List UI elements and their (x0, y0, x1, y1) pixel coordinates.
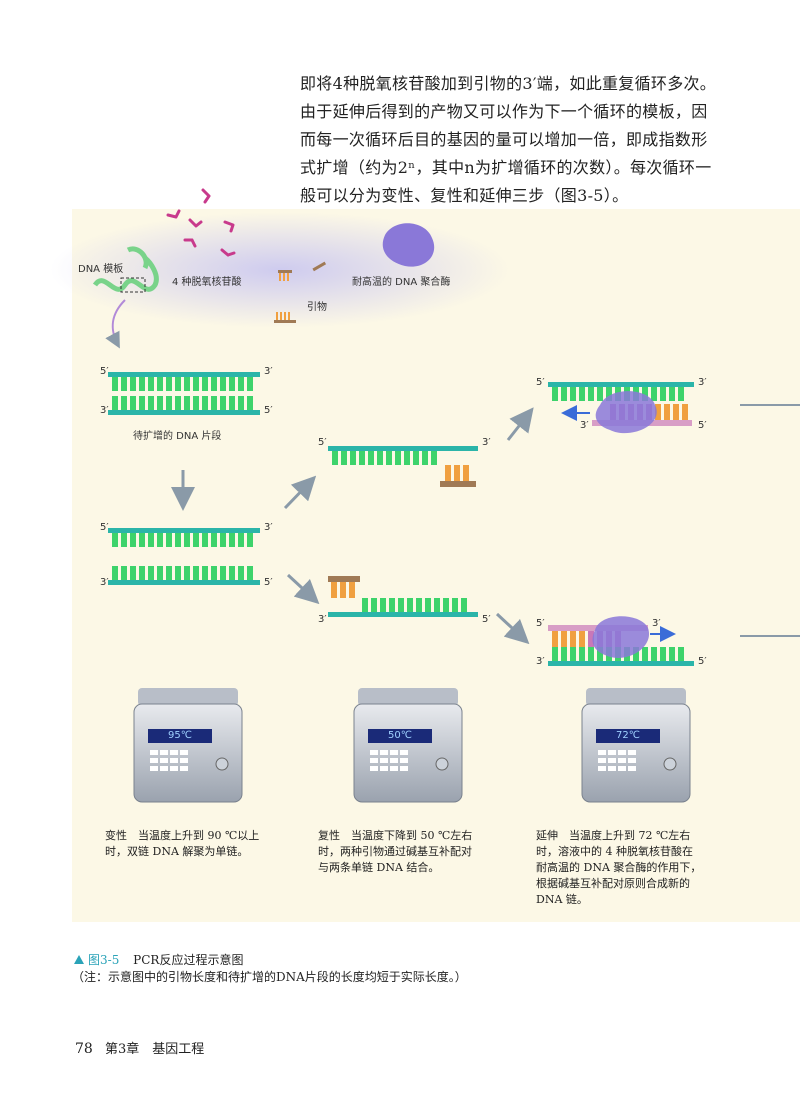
end-label: 3′ (698, 377, 707, 388)
step-line: 耐高温的 DNA 聚合酶的作用下， (536, 861, 702, 874)
end-label: 3′ (100, 577, 109, 588)
thermocycler-3 (581, 688, 691, 803)
arrow-up-right-2 (506, 407, 534, 441)
figure-note: （注：示意图中的引物长度和待扩增的DNA片段的长度均短于实际长度。） (72, 970, 467, 984)
end-label: 3′ (580, 420, 589, 431)
nucleotides-icon (166, 188, 236, 257)
step-denature: 变性 当温度上升到 90 ℃以上 时，双链 DNA 解聚为单链。 (105, 828, 285, 860)
primers-icon (274, 261, 327, 323)
extension-strand-top (548, 382, 694, 434)
body-paragraph: 即将4种脱氧核苷酸加到引物的3′端，如此重复循环多次。 由于延伸后得到的产物又可… (300, 70, 720, 210)
dna-single-strand-top (108, 528, 260, 547)
annealed-strand-top (328, 446, 478, 487)
thermocycler-2 (353, 688, 463, 803)
paragraph-line: 由于延伸后得到的产物又可以作为下一个循环的模板，因 (300, 102, 708, 121)
step-line: 与两条单链 DNA 结合。 (318, 861, 440, 874)
step-extend: 延伸 当温度上升到 72 ℃左右 时，溶液中的 4 种脱氧核苷酸在 耐高温的 D… (536, 828, 716, 908)
end-label: 3′ (482, 437, 491, 448)
annealed-strand-bottom (328, 576, 478, 617)
end-label: 5′ (264, 405, 273, 416)
step-line: 时，双链 DNA 解聚为单链。 (105, 845, 249, 858)
end-label: 5′ (698, 656, 707, 667)
temp-display: 72℃ (616, 730, 640, 741)
label-dntp: 4 种脱氧核苷酸 (172, 277, 242, 288)
end-label: 5′ (698, 420, 707, 431)
step-line: 时，两种引物通过碱基互补配对 (318, 845, 472, 858)
end-label: 3′ (100, 405, 109, 416)
end-label: 3′ (536, 656, 545, 667)
figure-panel (72, 209, 800, 922)
step-anneal: 复性 当温度下降到 50 ℃左右 时，两种引物通过碱基互补配对 与两条单链 DN… (318, 828, 498, 876)
step-line: DNA 链。 (536, 893, 588, 906)
temp-display: 95℃ (168, 730, 192, 741)
end-label: 3′ (264, 522, 273, 533)
figure-label: 图3-5 (88, 953, 120, 967)
label-dna-template: DNA 模板 (78, 264, 124, 275)
caption-marker-icon (74, 955, 84, 964)
arrow-down-right (286, 573, 320, 605)
paragraph-line: 式扩增（约为2ⁿ，其中n为扩增循环的次数）。每次循环一 (300, 158, 712, 177)
label-polymerase: 耐高温的 DNA 聚合酶 (352, 277, 451, 288)
label-primer: 引物 (307, 302, 327, 313)
figure-caption: 图3-5 PCR反应过程示意图 （注：示意图中的引物长度和待扩增的DNA片段的长… (72, 952, 467, 986)
end-label: 3′ (264, 366, 273, 377)
page-number: 78 (75, 1041, 93, 1057)
step-line: 时，溶液中的 4 种脱氧核苷酸在 (536, 845, 693, 858)
thermocycler-1 (133, 688, 243, 803)
paragraph-line: 即将4种脱氧核苷酸加到引物的3′端，如此重复循环多次。 (300, 74, 717, 93)
dna-double-strand (108, 372, 260, 415)
arrow-down-right-2 (495, 612, 530, 645)
dna-template-icon (92, 246, 159, 349)
arrow-up-right (283, 475, 317, 510)
end-label: 5′ (100, 522, 109, 533)
end-label: 5′ (264, 577, 273, 588)
end-label: 5′ (318, 437, 327, 448)
end-label: 5′ (536, 377, 545, 388)
step-line: 延伸 当温度上升到 72 ℃左右 (536, 829, 691, 842)
page-footer: 78 第3章 基因工程 (75, 1038, 204, 1057)
step-line: 根据碱基互补配对原则合成新的 (536, 877, 690, 890)
dna-single-strand-bottom (108, 566, 260, 585)
paragraph-line: 般可以分为变性、复性和延伸三步（图3-5）。 (300, 186, 629, 205)
label-target-fragment: 待扩增的 DNA 片段 (133, 431, 222, 442)
end-label: 3′ (652, 618, 661, 629)
temp-display: 50℃ (388, 730, 412, 741)
extension-strand-bottom (548, 616, 694, 666)
chapter-title: 第3章 基因工程 (104, 1042, 205, 1057)
end-label: 5′ (482, 614, 491, 625)
end-label: 5′ (536, 618, 545, 629)
step-line: 变性 当温度上升到 90 ℃以上 (105, 829, 260, 842)
end-label: 5′ (100, 366, 109, 377)
polymerase-icon (382, 223, 435, 267)
end-label: 3′ (318, 614, 327, 625)
figure-title: PCR反应过程示意图 (133, 953, 244, 967)
paragraph-line: 而每一次循环后目的基因的量可以增加一倍，即成指数形 (300, 130, 708, 149)
step-line: 复性 当温度下降到 50 ℃左右 (318, 829, 473, 842)
